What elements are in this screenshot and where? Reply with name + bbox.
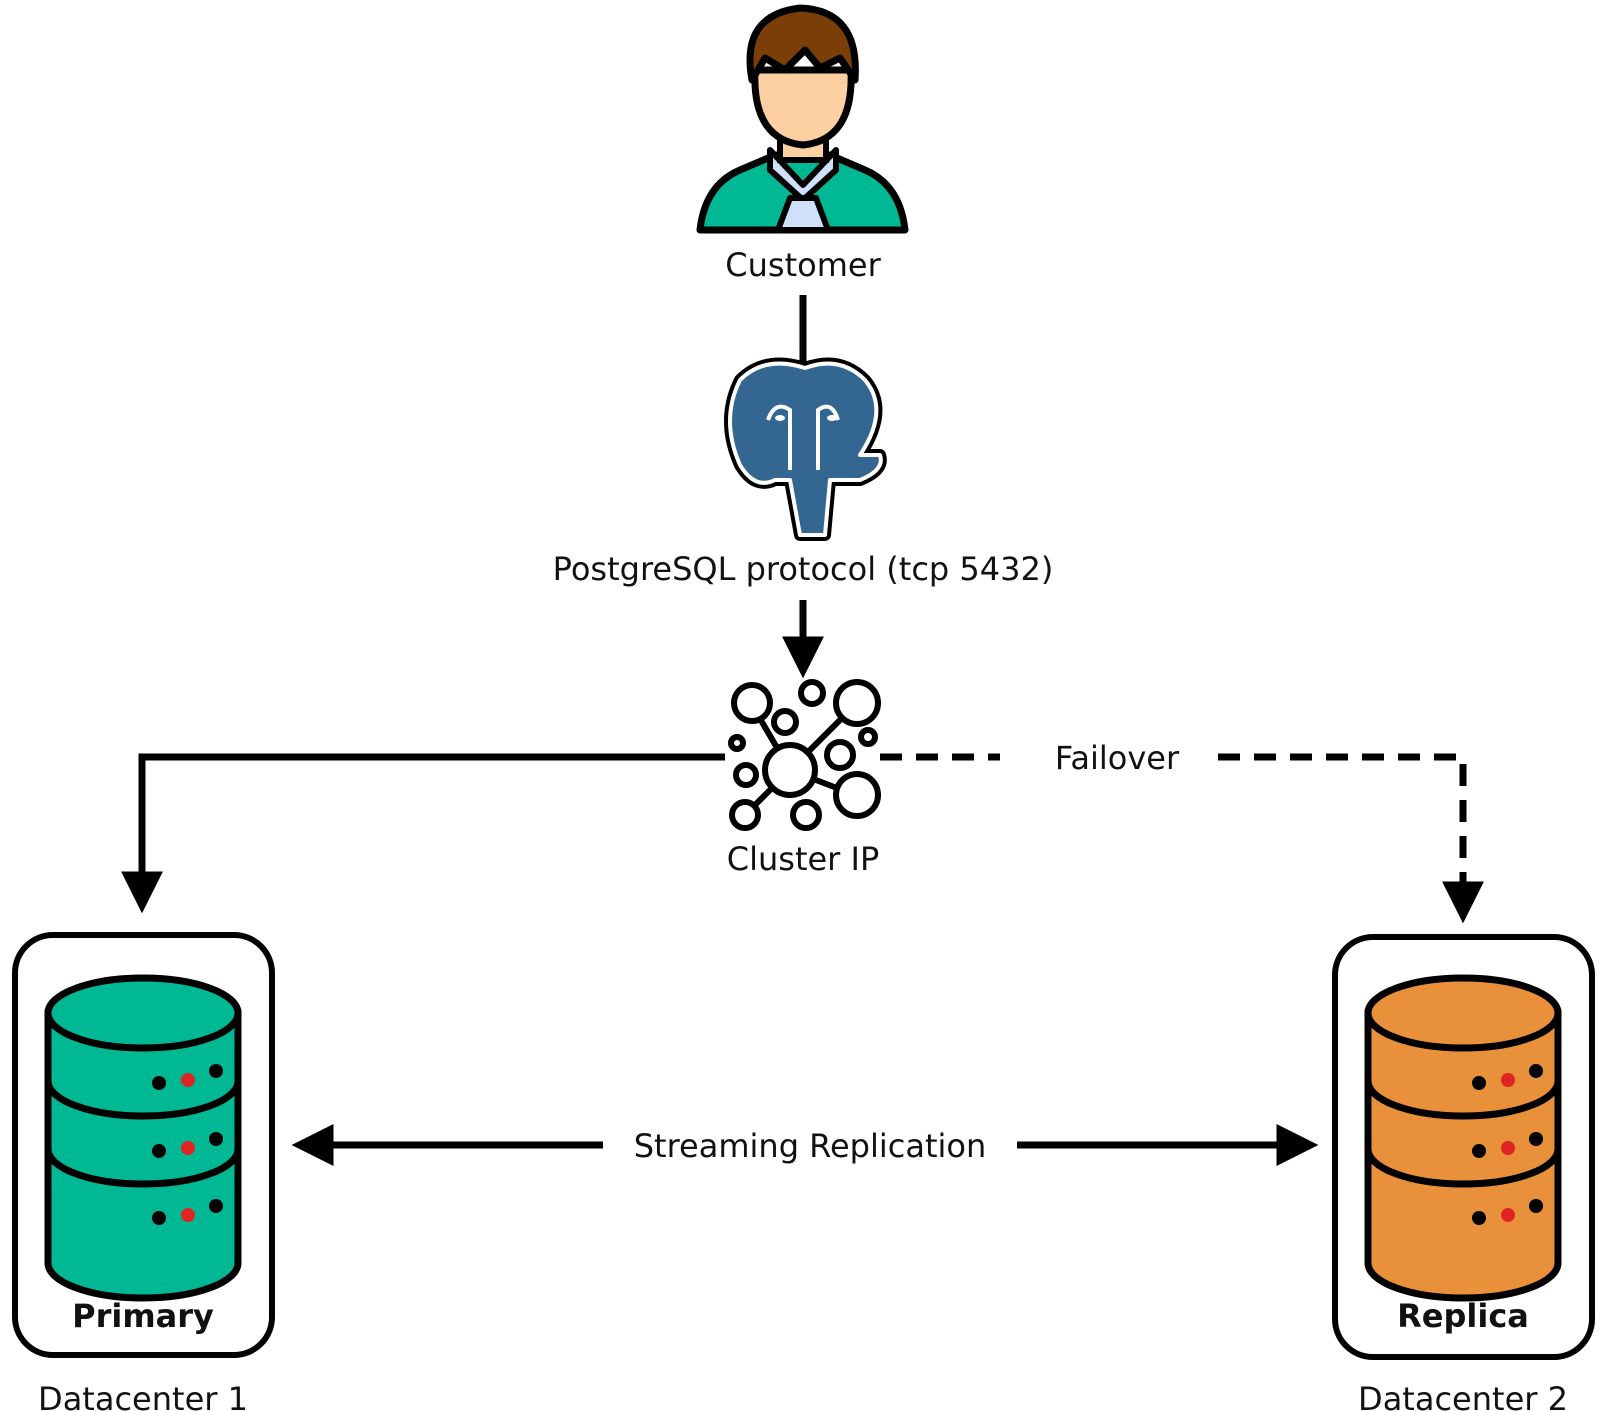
- failover-label: Failover: [1055, 739, 1180, 777]
- person-icon[interactable]: [696, 4, 909, 234]
- replica-label: Replica: [1397, 1297, 1529, 1335]
- primary-label: Primary: [72, 1297, 214, 1335]
- replica-database-icon: [1364, 974, 1562, 1302]
- postgresql-elephant-icon[interactable]: [724, 357, 887, 541]
- replication-label: Streaming Replication: [634, 1127, 987, 1165]
- network-cluster-icon[interactable]: [728, 679, 881, 831]
- postgres-label: PostgreSQL protocol (tcp 5432): [553, 550, 1054, 588]
- primary-database-icon: [44, 974, 242, 1302]
- failover-arrow: [1218, 753, 1484, 924]
- primary-route-arrow: [121, 753, 725, 914]
- datacenter-2-label: Datacenter 2: [1358, 1380, 1568, 1411]
- datacenter-1-label: Datacenter 1: [38, 1380, 248, 1411]
- cluster-ip-label: Cluster IP: [727, 840, 879, 878]
- customer-label: Customer: [725, 246, 881, 284]
